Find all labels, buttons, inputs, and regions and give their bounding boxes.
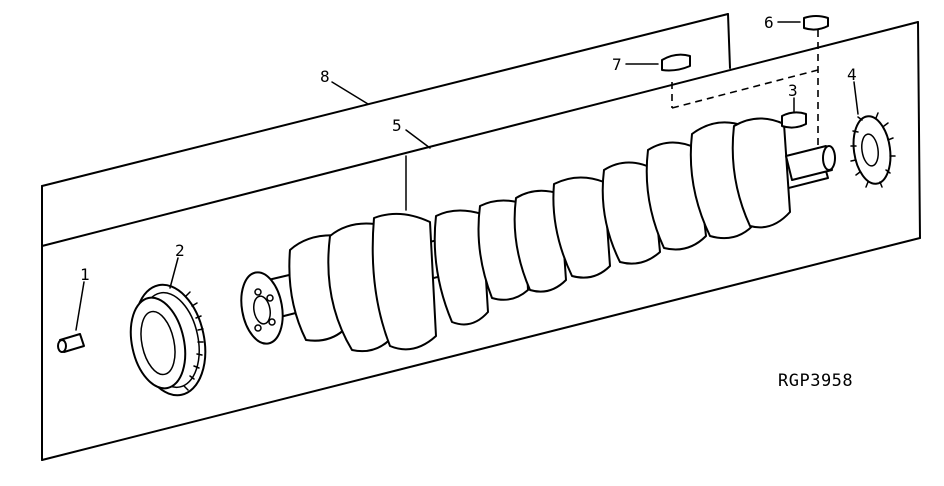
figure-id-label: RGP3958 [778,371,853,391]
callout-4-label: 4 [847,65,857,84]
callout-1-label: 1 [80,265,90,284]
crankshaft-part [240,117,836,352]
pin-part [57,333,85,353]
key-part-7 [661,53,691,72]
callout-7-label: 7 [612,55,622,74]
callout-5-label: 5 [392,116,402,135]
crankshaft-gear-part [129,283,207,397]
callout-2-label: 2 [175,241,185,260]
outer-bracket-panel [41,13,921,461]
key-part-3 [781,111,807,129]
front-gear-part [850,112,896,188]
callout-6-label: 6 [764,13,774,32]
callout-labels: 1 2 3 4 5 6 7 8 [80,13,857,284]
assembly-guide-lines [671,30,819,148]
key-part-6 [803,15,829,31]
callout-3-label: 3 [788,81,798,100]
leader-lines [75,21,859,331]
callout-8-label: 8 [320,67,330,86]
